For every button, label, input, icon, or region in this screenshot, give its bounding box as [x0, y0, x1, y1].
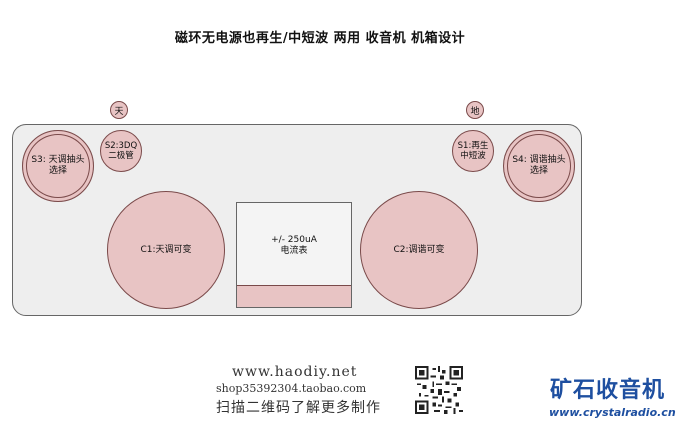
diagram-title: 磁环无电源也再生/中短波 两用 收音机 机箱设计: [174, 31, 466, 46]
s4-label: S4: 调谐抽头 选择: [512, 155, 566, 176]
s4-tuning-tap-selector: S4: 调谐抽头 选择: [503, 130, 575, 202]
logo-url: www.crystalradio.cn: [549, 406, 676, 419]
c2-label: C2:调谐可变: [393, 244, 445, 255]
c1-label: C1:天调可变: [140, 244, 192, 255]
c2-tuning-variable-capacitor: C2:调谐可变: [360, 191, 478, 309]
s1-label: S1:再生 中短波: [457, 141, 489, 161]
s3-antenna-tap-selector: S3: 天调抽头 选择: [22, 130, 94, 202]
ground-terminal: 地: [466, 101, 484, 119]
s1-regen-band-switch: S1:再生 中短波: [452, 130, 494, 172]
qr-code-icon: [414, 366, 464, 414]
s2-label: S2:3DQ 二极管: [104, 141, 138, 161]
ammeter-label: +/- 250uA 电流表: [271, 235, 317, 256]
watermark-shop: shop35392304.taobao.com: [216, 382, 367, 395]
watermark-scan-text: 扫描二维码了解更多制作: [216, 400, 381, 416]
s2-diode-switch: S2:3DQ 二极管: [100, 130, 142, 172]
s3-label: S3: 天调抽头 选择: [31, 155, 85, 176]
ammeter: +/- 250uA 电流表: [236, 202, 352, 308]
antenna-terminal-label: 天: [114, 106, 124, 117]
antenna-terminal: 天: [110, 101, 128, 119]
c1-antenna-variable-capacitor: C1:天调可变: [107, 191, 225, 309]
watermark-url: www.haodiy.net: [232, 364, 358, 380]
ammeter-scale-strip: [237, 285, 351, 307]
logo-name: 矿石收音机: [550, 378, 666, 403]
ground-terminal-label: 地: [470, 106, 480, 117]
